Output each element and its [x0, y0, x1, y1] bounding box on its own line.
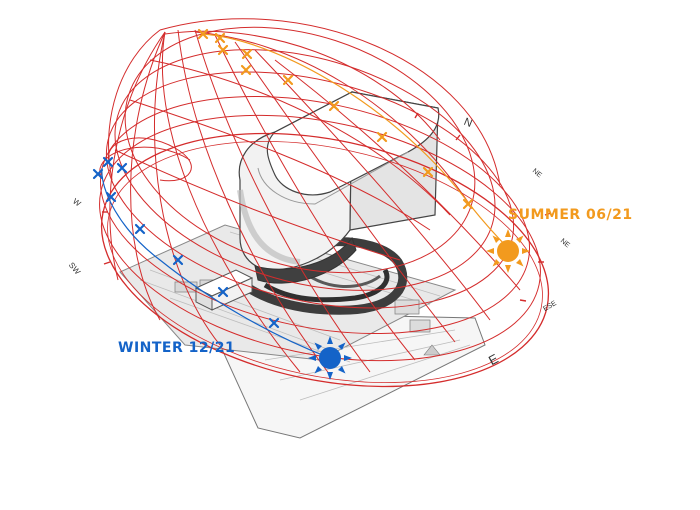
cross-icon: [376, 131, 388, 143]
summer-hour-markers: [197, 28, 474, 210]
winter-label: WINTER 12/21: [118, 340, 236, 356]
main-building: [237, 91, 440, 284]
cross-icon: [214, 32, 226, 44]
cross-icon: [134, 223, 146, 235]
cross-icon: [105, 191, 117, 203]
cross-icon: [422, 166, 434, 178]
site-base: [119, 224, 486, 439]
cross-icon: [268, 317, 280, 329]
summer-label: SUMMER 06/21: [508, 207, 633, 223]
winter-hour-markers: [92, 156, 280, 329]
cross-icon: [282, 74, 294, 86]
winter-sun-path: [101, 167, 331, 359]
cross-icon: [197, 28, 209, 40]
cross-icon: [217, 286, 229, 298]
cross-icon: [462, 198, 474, 210]
summer-sun-icon: [486, 229, 530, 273]
winter-sun-icon: [308, 336, 352, 380]
cross-icon: [172, 254, 184, 266]
cross-icon: [217, 44, 229, 56]
cross-icon: [240, 64, 252, 76]
cross-icon: [116, 162, 128, 174]
cross-icon: [102, 156, 114, 168]
cross-icon: [92, 168, 104, 180]
cross-icon: [241, 48, 253, 60]
cross-icon: [328, 100, 340, 112]
summer-sun-path: [202, 33, 511, 251]
